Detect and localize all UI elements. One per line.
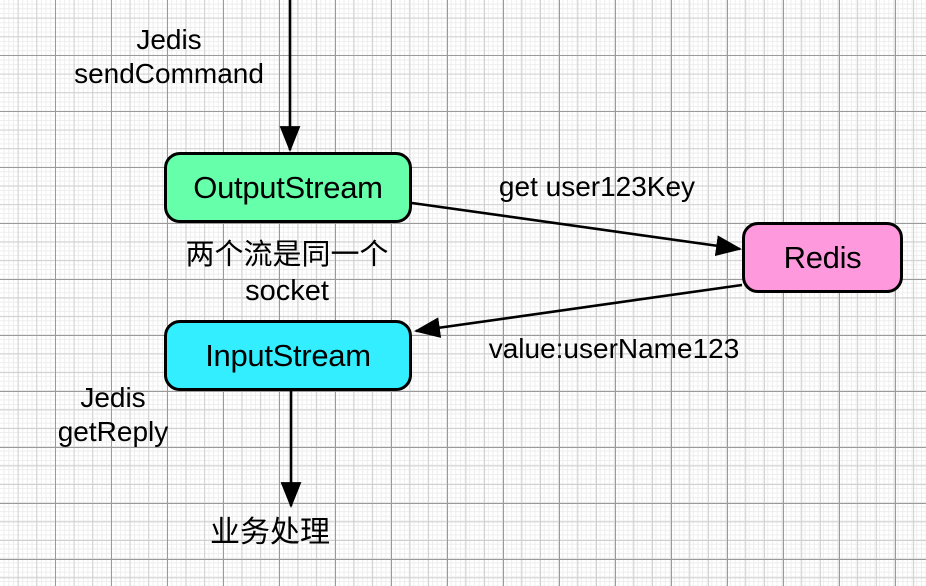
label-two-streams-same-socket: 两个流是同一个 socket — [185, 239, 389, 307]
node-outputstream[interactable]: OutputStream — [164, 152, 412, 223]
edge-redis-to-inputstream — [413, 283, 743, 338]
node-redis[interactable]: Redis — [742, 222, 903, 293]
node-outputstream-label: OutputStream — [193, 169, 383, 205]
label-value-user-name: value:userName123 — [488, 333, 740, 364]
label-jedis-get-reply: Jedis getReply — [57, 382, 169, 448]
label-jedis-send-command: Jedis sendCommand — [74, 24, 264, 90]
node-redis-label: Redis — [783, 239, 862, 275]
node-inputstream[interactable]: InputStream — [164, 320, 412, 391]
label-business-processing: 业务处理 — [210, 516, 330, 549]
edge-outputstream-to-redis — [411, 201, 743, 256]
label-get-user-key: get user123Key — [498, 171, 696, 202]
node-inputstream-label: InputStream — [205, 337, 371, 373]
